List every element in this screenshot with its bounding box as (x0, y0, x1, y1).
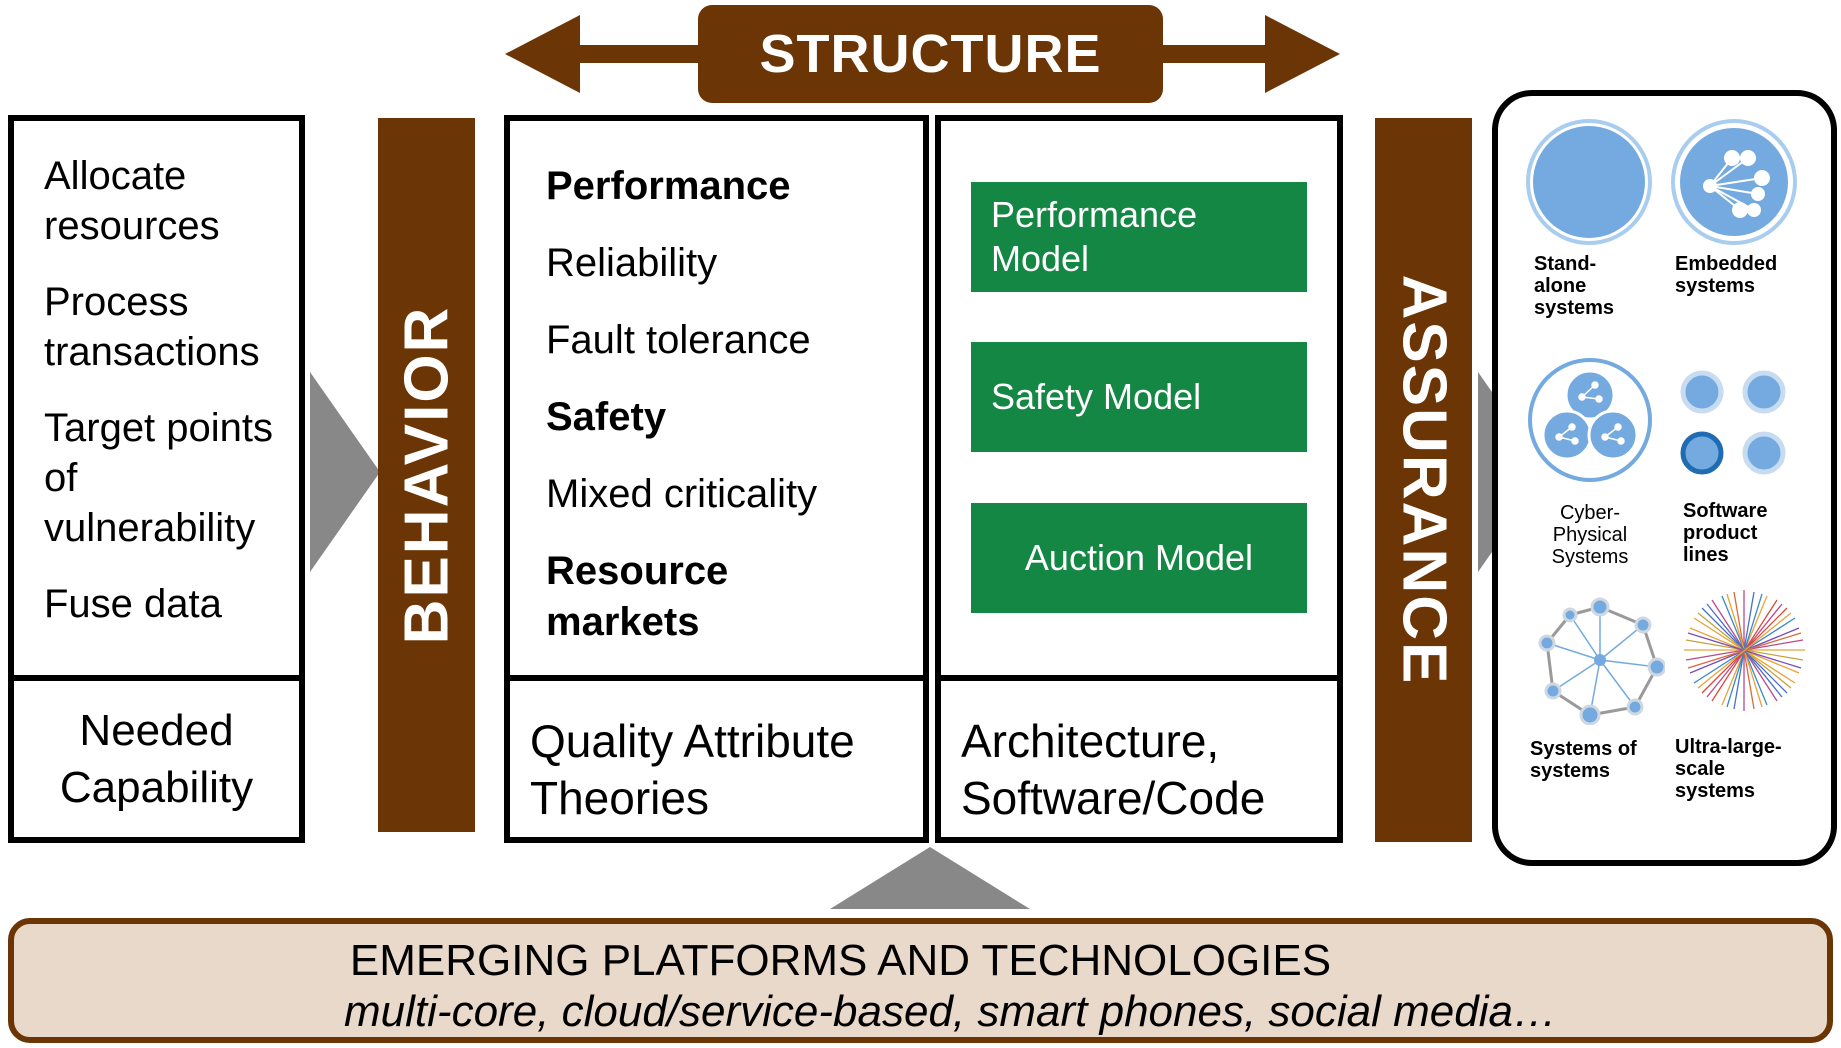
assurance-label: ASSURANCE (1389, 274, 1458, 686)
auction-model: Auction Model (971, 503, 1307, 613)
quality-item: Performance (546, 164, 791, 208)
capability-footer-line: Capability (59, 763, 254, 812)
capability-box: Allocate resources Process transactions … (8, 115, 305, 681)
capability-item: Process transactions (44, 280, 260, 374)
model-label: Safety Model (991, 376, 1202, 417)
model-label: Performance Model (991, 194, 1198, 279)
embedded-systems-icon (1671, 119, 1797, 245)
capability-item: Allocate resources (44, 154, 220, 248)
assurance-bar: ASSURANCE (1375, 118, 1472, 842)
structure-label: STRUCTURE (698, 5, 1163, 103)
behavior-bar: BEHAVIOR (378, 118, 475, 832)
quality-item: Fault tolerance (546, 318, 811, 362)
quality-footer-line: Theories (530, 772, 709, 824)
quality-attributes-box: Performance Reliability Fault tolerance … (504, 115, 929, 681)
architecture-footer-line: Software/Code (961, 772, 1266, 824)
product-lines-icon (1680, 370, 1786, 475)
quality-item: Resource markets (546, 549, 729, 644)
systems-of-systems-icon (1538, 597, 1665, 725)
quality-footer-line: Quality Attribute (530, 715, 855, 767)
up-pointer-arrow (830, 847, 1030, 909)
model-label: Auction Model (1024, 537, 1254, 578)
performance-model: Performance Model (971, 182, 1307, 292)
quality-item: Safety (546, 395, 667, 439)
capability-footer-line: Needed (79, 706, 234, 755)
capability-footer: Needed Capability (8, 675, 305, 843)
capability-item: Target points of vulnerability (44, 406, 274, 550)
safety-model: Safety Model (971, 342, 1307, 452)
platforms-subtitle: multi-core, cloud/service-based, smart p… (344, 987, 1557, 1036)
standalone-systems-icon (1526, 119, 1652, 245)
behavior-label: BEHAVIOR (392, 305, 461, 645)
architecture-footer-line: Architecture, (961, 715, 1220, 767)
cyber-physical-systems-icon (1528, 358, 1652, 482)
right-pointer-arrow (310, 372, 380, 572)
quality-item: Mixed criticality (546, 472, 818, 516)
emerging-platforms-banner (8, 918, 1833, 1043)
capability-item: Fuse data (44, 582, 222, 626)
quality-item: Reliability (546, 241, 718, 285)
architecture-footer: Architecture, Software/Code (935, 675, 1343, 843)
quality-footer: Quality Attribute Theories (504, 675, 929, 843)
ultra-large-scale-icon (1684, 590, 1805, 711)
platforms-title: EMERGING PLATFORMS AND TECHNOLOGIES (349, 936, 1332, 985)
